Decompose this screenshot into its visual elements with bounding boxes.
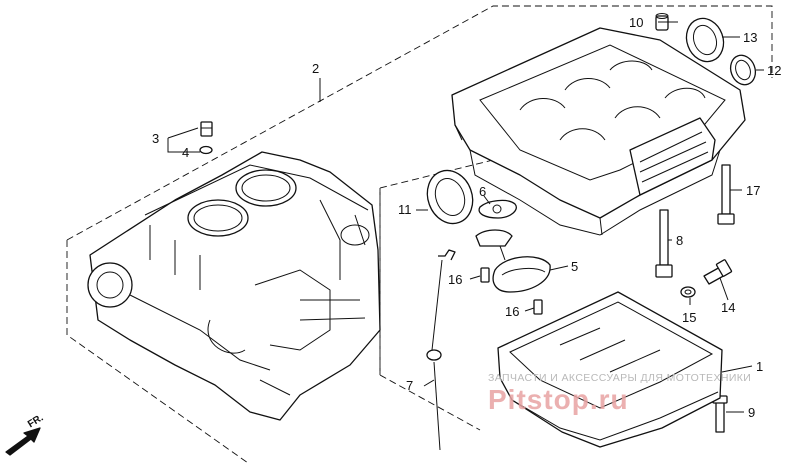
bolt-14 <box>703 259 733 285</box>
dipstick-7 <box>426 249 456 451</box>
gasket-6 <box>478 199 517 219</box>
callout-12: 12 <box>767 63 781 78</box>
bolt-3 <box>200 121 213 137</box>
callout-10: 10 <box>629 15 643 30</box>
bolt-16-upper <box>480 267 490 283</box>
washer-15 <box>680 286 696 298</box>
stud-bolt-8 <box>655 209 673 278</box>
leader-lines <box>167 21 764 413</box>
callout-8: 8 <box>676 233 683 248</box>
callout-4: 4 <box>182 145 189 160</box>
callout-15: 15 <box>682 310 696 325</box>
callout-16-lower: 16 <box>505 304 519 319</box>
callout-5: 5 <box>571 259 578 274</box>
callout-11: 11 <box>398 202 412 217</box>
callout-6: 6 <box>479 184 486 199</box>
callout-14: 14 <box>721 300 735 315</box>
bolt-9 <box>712 395 728 433</box>
callout-1: 1 <box>756 359 763 374</box>
callout-16-upper: 16 <box>448 272 462 287</box>
watermark-tagline: ЗАПЧАСТИ И АКСЕССУАРЫ ДЛЯ МОТОТЕХНИКИ <box>488 372 752 384</box>
dowel-pin-10 <box>655 13 669 31</box>
cylinder-block <box>87 151 381 421</box>
callout-2: 2 <box>312 61 319 76</box>
oil-pan-group-boundary <box>379 188 481 431</box>
callout-9: 9 <box>748 405 755 420</box>
callout-13: 13 <box>743 30 757 45</box>
upper-crankcase <box>451 27 746 236</box>
callout-3: 3 <box>152 131 159 146</box>
watermark-logo: Pitstop.ru <box>488 384 629 415</box>
oil-seal-13 <box>685 17 725 63</box>
oil-pan-1 <box>497 291 723 448</box>
oil-seal-11 <box>426 169 474 225</box>
oil-strainer-5 <box>475 229 551 293</box>
callout-17: 17 <box>746 183 760 198</box>
bolt-17 <box>717 164 735 225</box>
callout-7: 7 <box>406 378 413 393</box>
oil-seal-12 <box>729 54 757 86</box>
washer-4 <box>199 145 213 155</box>
front-direction-arrow <box>5 427 41 456</box>
bolt-16-lower <box>533 299 543 315</box>
